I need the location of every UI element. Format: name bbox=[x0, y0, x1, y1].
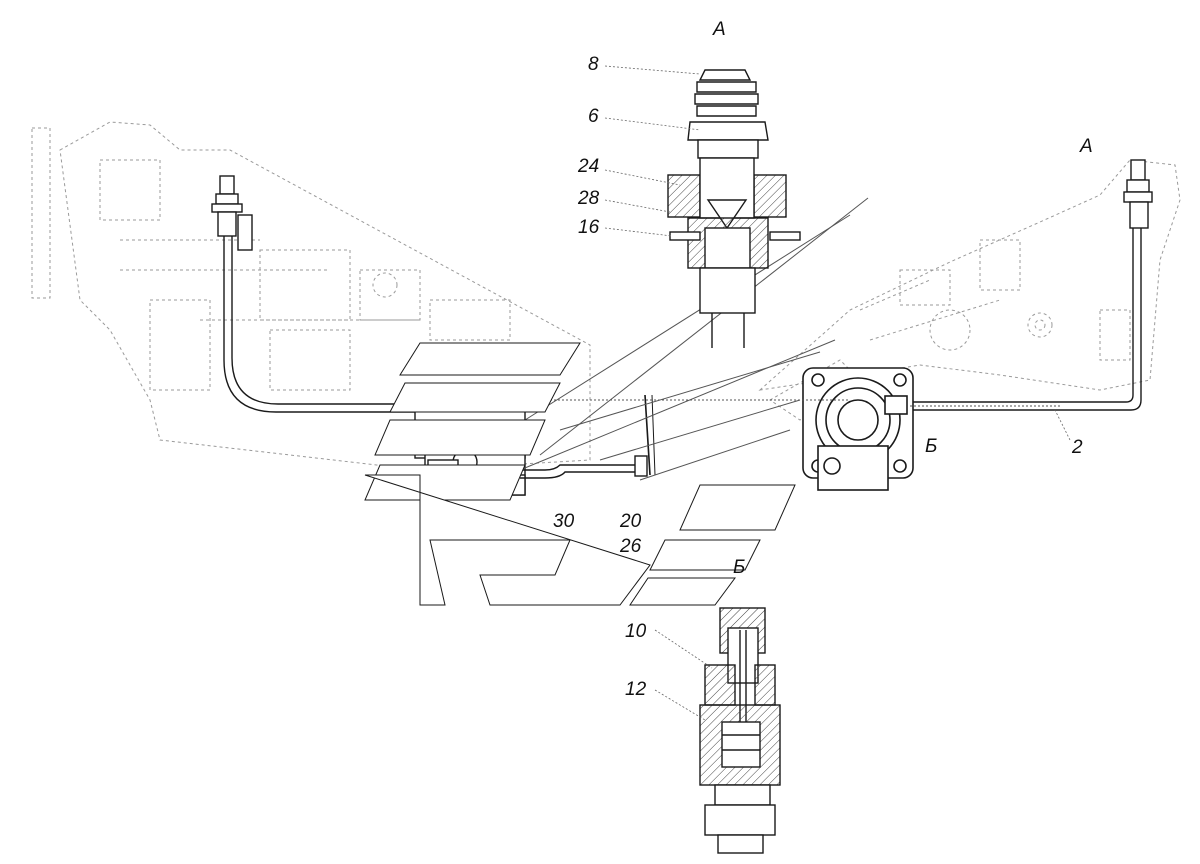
callout-8: 8 bbox=[588, 54, 599, 75]
callout-16: 16 bbox=[578, 217, 600, 238]
view-label-a-top: А bbox=[713, 19, 726, 40]
left-pipe-assembly bbox=[211, 175, 470, 413]
view-label-a-right: А bbox=[1080, 136, 1093, 157]
detail-view-a bbox=[667, 69, 801, 348]
view-label-b-right: Б bbox=[925, 436, 938, 457]
callout-6: 6 bbox=[588, 106, 599, 127]
callout-20: 20 bbox=[620, 511, 642, 532]
hydraulic-unit bbox=[802, 367, 914, 491]
projection-guides bbox=[470, 197, 1060, 481]
callout-26: 26 bbox=[620, 536, 642, 557]
right-pipe bbox=[910, 159, 1153, 411]
leader-frames bbox=[364, 342, 796, 606]
callout-leaders bbox=[604, 65, 1071, 721]
callout-30: 30 bbox=[553, 511, 575, 532]
gearbox-housing-background bbox=[31, 121, 591, 471]
callout-24: 24 bbox=[578, 156, 600, 177]
view-label-b-center: Б bbox=[733, 557, 746, 578]
callout-28: 28 bbox=[578, 188, 600, 209]
detail-view-b bbox=[699, 607, 781, 854]
callout-10: 10 bbox=[625, 621, 647, 642]
callout-2: 2 bbox=[1072, 437, 1083, 458]
callout-12: 12 bbox=[625, 679, 647, 700]
